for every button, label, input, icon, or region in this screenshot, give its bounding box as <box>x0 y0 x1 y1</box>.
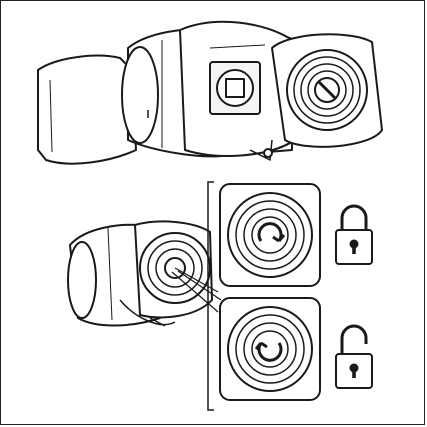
bottom-panel-illustration <box>67 220 213 327</box>
assembled-device <box>67 220 213 327</box>
detail-bracket <box>207 181 214 411</box>
detail-unlocked <box>219 297 373 401</box>
padlock-closed-icon <box>335 204 373 265</box>
counterclockwise-arrow-icon <box>254 341 283 362</box>
mounting-plate <box>179 20 296 161</box>
detail-leader-lines <box>171 267 222 313</box>
clockwise-arrow-icon <box>257 222 286 243</box>
padlock-open-icon <box>335 324 373 389</box>
detail-locked <box>219 183 373 287</box>
top-panel-illustration <box>37 20 383 165</box>
side-shield <box>37 54 137 165</box>
front-grille-cover <box>271 33 383 148</box>
